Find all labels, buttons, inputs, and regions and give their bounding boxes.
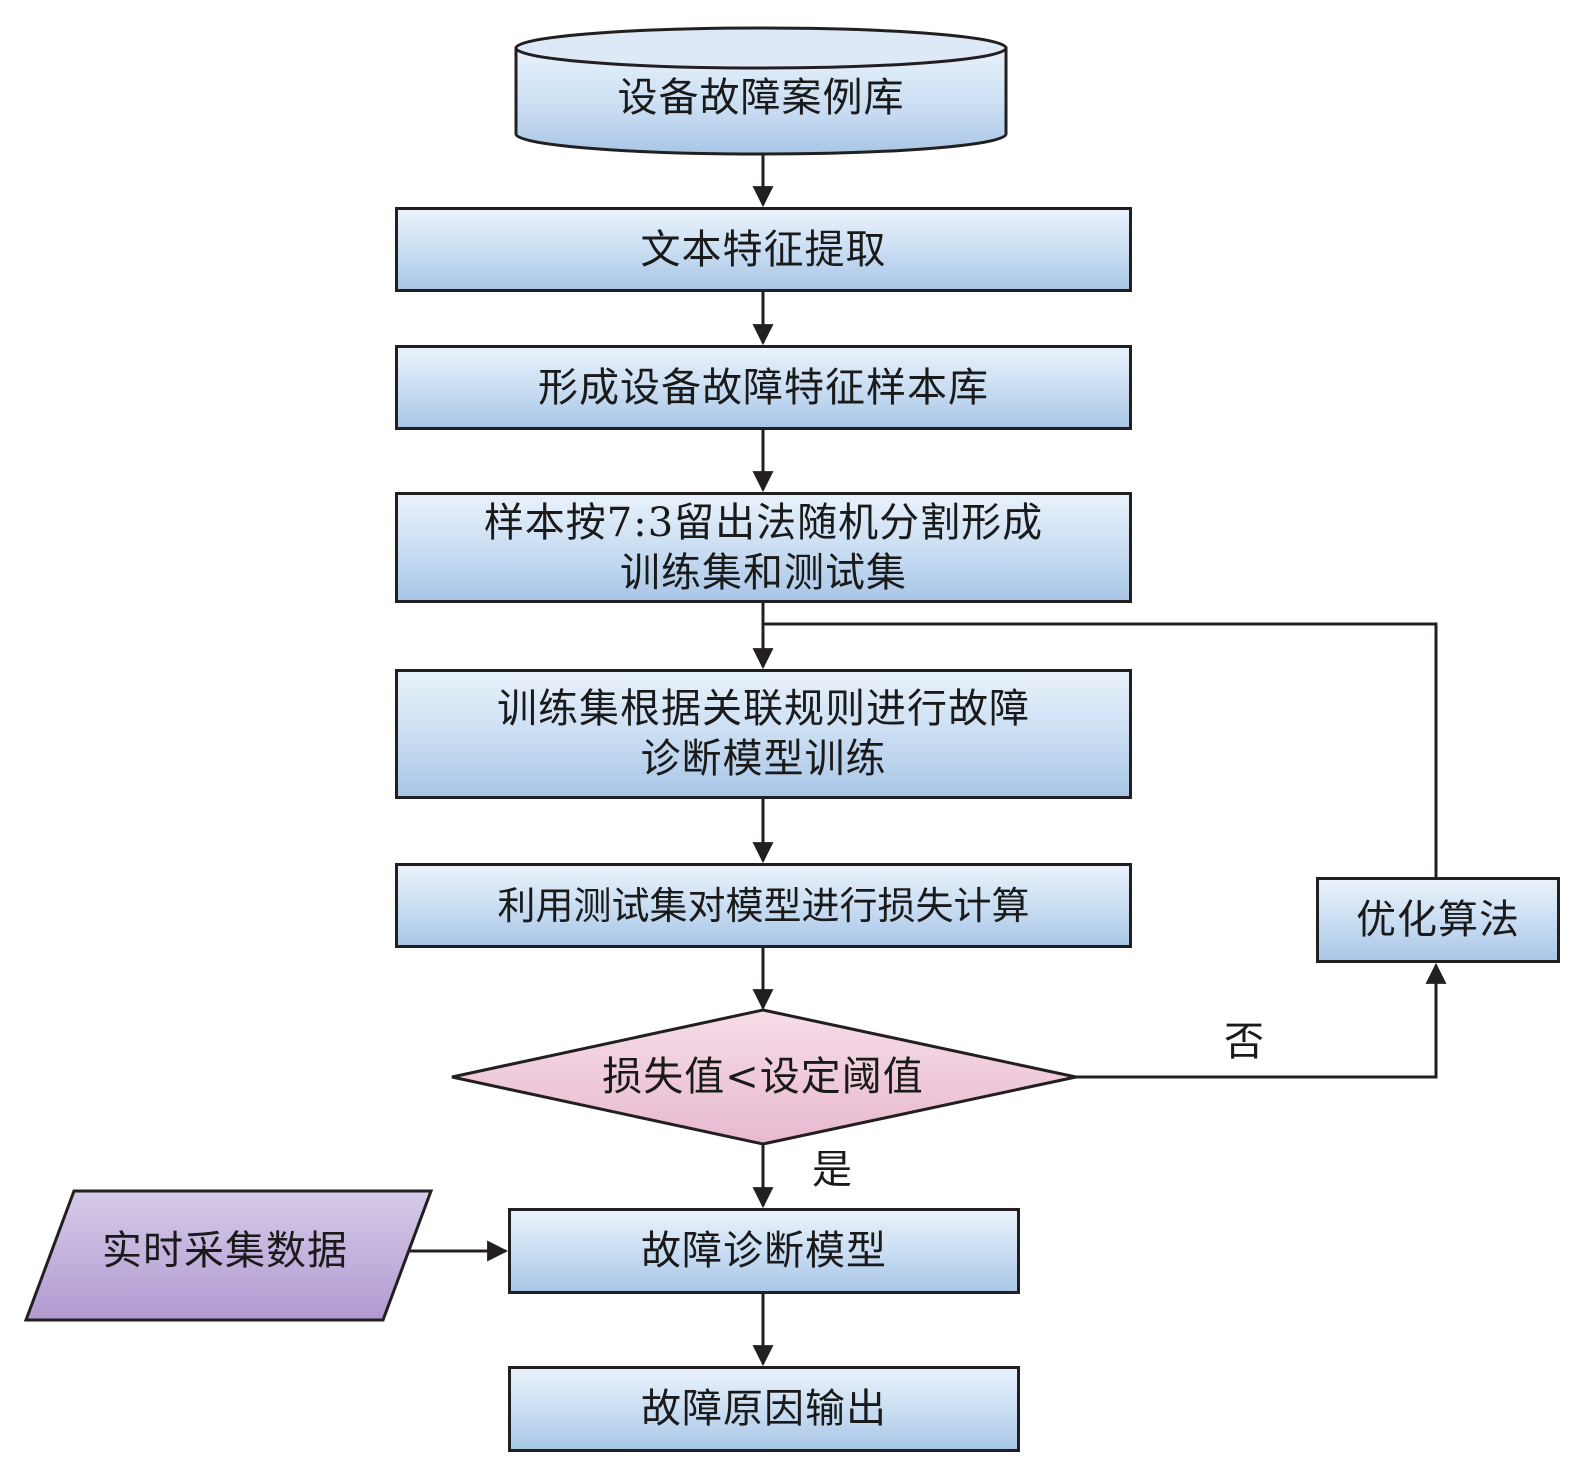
- node-train-label-line-1: 训练集根据关联规则进行故障: [497, 686, 1030, 732]
- node-loss-label: 利用测试集对模型进行损失计算: [497, 883, 1030, 928]
- edge-optimize-loop-to-train: [763, 622, 1438, 877]
- node-split-label-line-2: 训练集和测试集: [620, 549, 907, 596]
- node-output-label: 故障原因输出: [641, 1386, 887, 1432]
- node-optimize-label: 优化算法: [1356, 897, 1520, 943]
- node-text-feature: 文本特征提取: [395, 207, 1132, 292]
- node-loss: 利用测试集对模型进行损失计算: [395, 863, 1132, 948]
- edge-label-no: 否: [1224, 1019, 1264, 1065]
- node-model-label: 故障诊断模型: [641, 1228, 887, 1274]
- edge-decision-no-to-optimize: [1076, 962, 1447, 1079]
- node-output: 故障原因输出: [508, 1366, 1020, 1452]
- node-split: 样本按7:3留出法随机分割形成 训练集和测试集: [395, 492, 1132, 603]
- node-decision: 损失值<设定阈值: [540, 1047, 986, 1107]
- edge-label-yes: 是: [812, 1147, 852, 1193]
- node-decision-label: 损失值<设定阈值: [602, 1054, 924, 1100]
- node-train-label-line-2: 诊断模型训练: [640, 736, 887, 782]
- node-optimize: 优化算法: [1316, 877, 1560, 963]
- node-model: 故障诊断模型: [508, 1208, 1020, 1294]
- node-feature-lib-label: 形成设备故障特征样本库: [538, 364, 989, 411]
- node-train: 训练集根据关联规则进行故障 诊断模型训练: [395, 669, 1132, 799]
- node-feature-lib: 形成设备故障特征样本库: [395, 345, 1132, 430]
- database-cylinder-shape: [514, 26, 1008, 156]
- node-realtime: 实时采集数据: [60, 1221, 390, 1281]
- node-realtime-label: 实时采集数据: [102, 1228, 348, 1274]
- input-parallelogram-shape: [23, 1189, 434, 1322]
- node-text-feature-label: 文本特征提取: [640, 226, 887, 273]
- node-case-db-label: 设备故障案例库: [617, 75, 905, 121]
- node-split-label-line-1: 样本按7:3留出法随机分割形成: [483, 499, 1044, 546]
- node-case-db: 设备故障案例库: [516, 62, 1006, 134]
